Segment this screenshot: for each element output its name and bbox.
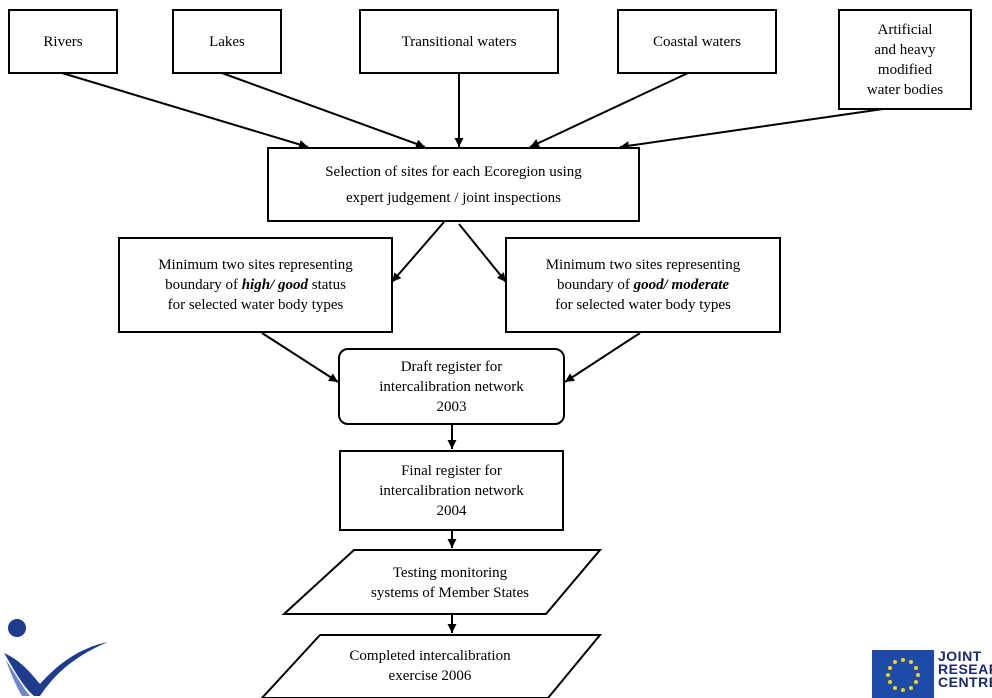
lakes-label: Lakes <box>209 33 245 50</box>
rivers-label: Rivers <box>43 33 83 50</box>
final-line-2: intercalibration network <box>379 482 524 499</box>
completed-shape <box>260 634 603 698</box>
selection-box: Selection of sites for each Ecoregion us… <box>267 147 640 222</box>
high-good-box: Minimum two sites representing boundary … <box>118 237 393 333</box>
testing-line-2: systems of Member States <box>371 584 529 601</box>
completed-text: Completed intercalibration exercise 2006 <box>280 642 580 690</box>
arrow-coastal-to-selection <box>529 72 689 148</box>
arrow-selection-to-high-good <box>391 221 445 283</box>
good-moderate-line-2-pre: boundary of <box>556 277 634 293</box>
selection-line-1: Selection of sites for each Ecoregion us… <box>325 163 582 180</box>
arrow-good-moderate-to-draft <box>564 332 641 383</box>
artificial-line-2: and heavy <box>874 41 936 58</box>
testing-line-1: Testing monitoring <box>392 564 508 581</box>
high-good-line-2: boundary of high/ good status <box>165 275 346 295</box>
arrow-artificial-to-selection <box>619 108 884 151</box>
coastal-label: Coastal waters <box>653 33 741 50</box>
final-line-1: Final register for <box>401 462 502 479</box>
artificial-line-3: modified <box>877 61 933 78</box>
high-good-line-2-post: status <box>308 277 346 293</box>
high-good-line-2-pre: boundary of <box>165 277 242 293</box>
draft-line-1: Draft register for <box>400 358 503 375</box>
artificial-line-4: water bodies <box>866 81 944 98</box>
wave-person-logo <box>4 619 108 696</box>
high-good-line-3: for selected water body types <box>167 297 344 313</box>
testing-text: Testing monitoring systems of Member Sta… <box>300 555 600 610</box>
good-moderate-line-1: Minimum two sites representing <box>545 257 741 273</box>
draft-line-3: 2003 <box>436 398 467 415</box>
good-moderate-line-3: for selected water body types <box>555 297 731 313</box>
rivers-box: Rivers <box>8 9 118 74</box>
selection-line-2: expert judgement / joint inspections <box>346 189 561 206</box>
transitional-label: Transitional waters <box>401 33 517 50</box>
good-moderate-emphasis: good/ moderate <box>633 277 730 293</box>
arrow-selection-to-good-moderate <box>458 223 507 283</box>
artificial-box: Artificial and heavy modified water bodi… <box>838 9 972 110</box>
artificial-line-1: Artificial <box>877 21 933 38</box>
lakes-box: Lakes <box>172 9 282 74</box>
arrow-lakes-to-selection <box>221 72 426 149</box>
testing-shape <box>281 549 603 615</box>
good-moderate-box: Minimum two sites representing boundary … <box>505 237 781 333</box>
jrc-logo-text: JOINT RESEARCH CENTRE <box>938 650 992 690</box>
coastal-box: Coastal waters <box>617 9 777 74</box>
arrow-rivers-to-selection <box>61 72 309 149</box>
final-register-box: Final register for intercalibration netw… <box>339 450 564 531</box>
draft-register-box: Draft register for intercalibration netw… <box>338 348 565 425</box>
arrow-high-good-to-draft <box>261 332 339 383</box>
high-good-emphasis: high/ good <box>241 277 308 293</box>
high-good-line-1: Minimum two sites representing <box>158 257 353 273</box>
draft-line-2: intercalibration network <box>379 378 524 395</box>
transitional-box: Transitional waters <box>359 9 559 74</box>
eu-flag-logo <box>872 650 934 698</box>
completed-line-1: Completed intercalibration <box>349 648 511 664</box>
final-line-3: 2004 <box>436 502 467 519</box>
completed-line-2: exercise 2006 <box>388 668 472 684</box>
good-moderate-line-2: boundary of good/ moderate <box>557 275 729 295</box>
